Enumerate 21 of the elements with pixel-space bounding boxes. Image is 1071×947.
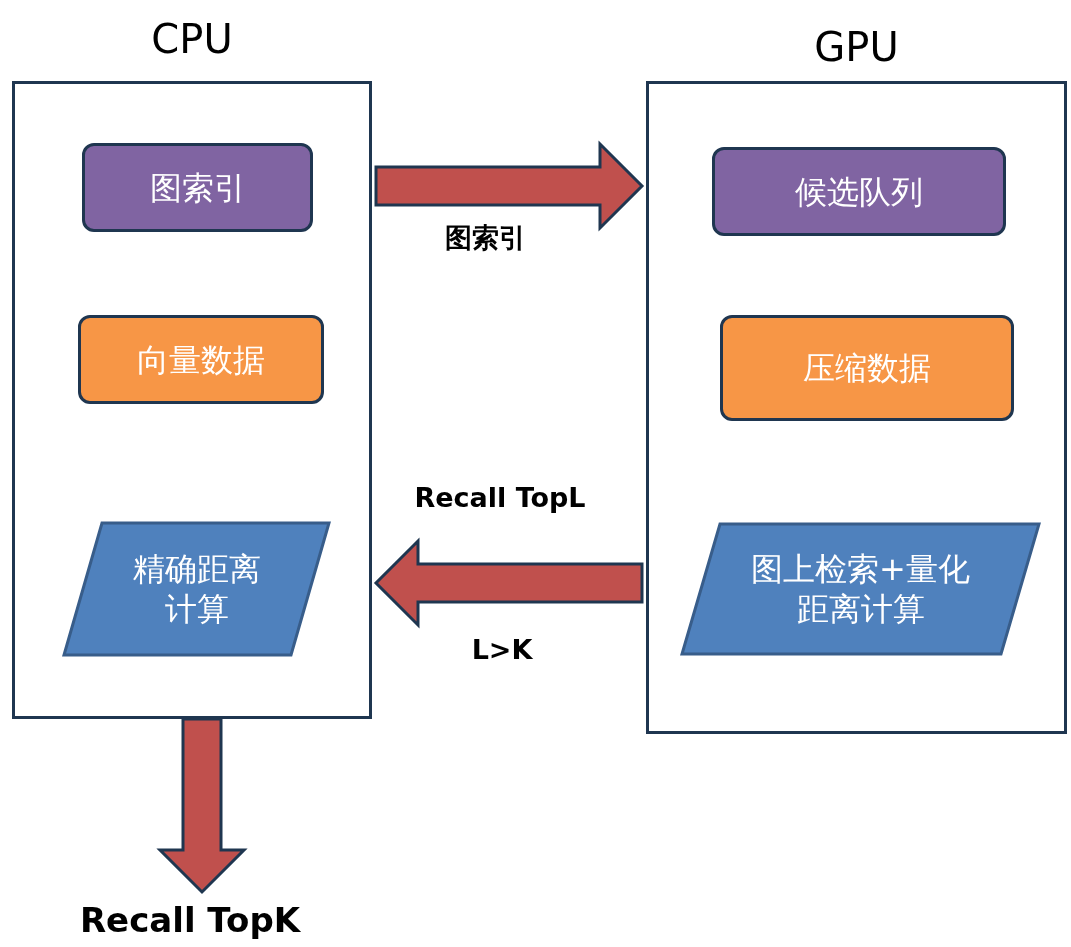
block-arrow <box>156 717 248 895</box>
node-label: 精确距离计算 <box>131 549 262 629</box>
note-label: L>K <box>471 634 533 665</box>
parallelogram-box <box>62 521 331 657</box>
node-label: 候选队列 <box>795 171 923 212</box>
block-arrow <box>373 537 644 629</box>
node-label: 图索引 <box>149 167 246 208</box>
edge-label: Recall TopL <box>414 482 586 513</box>
panel-heading: GPU <box>813 24 900 70</box>
parallelogram-box <box>680 522 1041 656</box>
process-box <box>82 143 313 232</box>
panel-heading: CPU <box>150 16 234 62</box>
block-arrow <box>374 140 645 232</box>
data-box <box>78 315 324 404</box>
edge-label: 图索引 <box>444 221 526 255</box>
output-label: Recall TopK <box>79 900 301 940</box>
data-box <box>720 315 1014 421</box>
node-label: 图上检索+量化距离计算 <box>750 549 971 629</box>
node-label: 压缩数据 <box>803 348 931 388</box>
process-box <box>712 147 1006 236</box>
node-label: 向量数据 <box>137 339 265 380</box>
